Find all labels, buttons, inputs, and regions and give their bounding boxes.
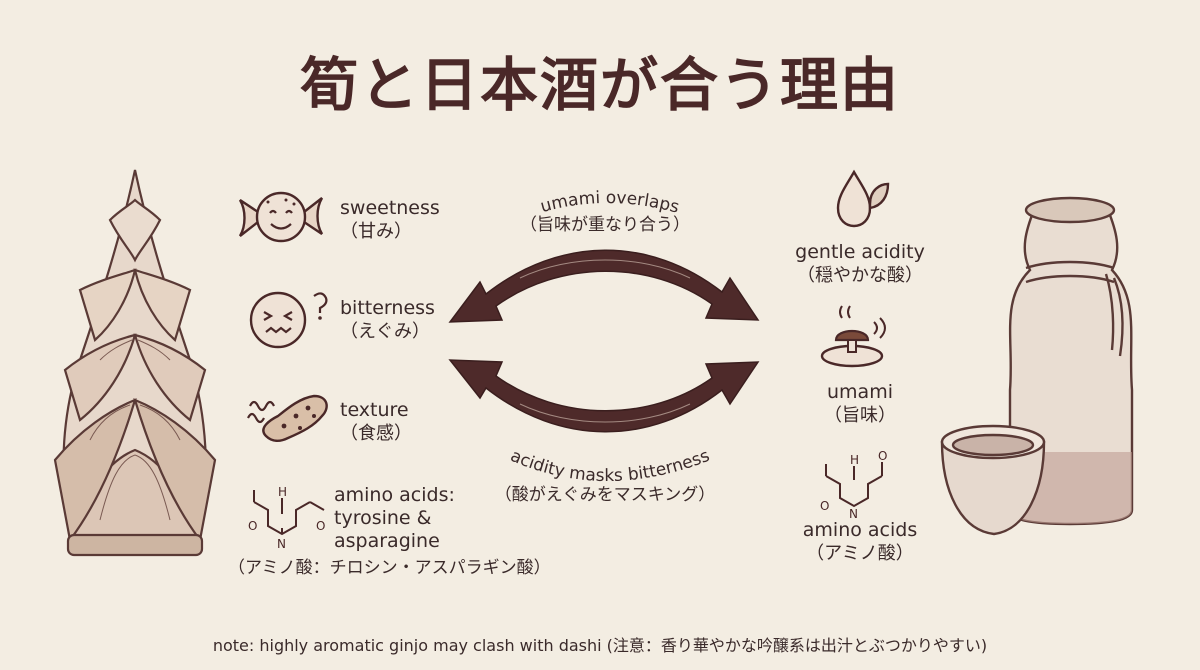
texture-label: texture （食感） <box>340 399 412 444</box>
bitter-face-icon <box>249 291 328 349</box>
molecule-n-right: N <box>849 507 858 521</box>
molecule-o-right: O <box>316 519 325 533</box>
bottom-arrow-label-jp: （酸がえぐみをマスキング） <box>495 485 716 505</box>
bottom-arrow-label-en: acidity masks bitterness <box>507 446 712 486</box>
amino-line1: amino acids: <box>334 484 455 506</box>
gentle-acidity-label: gentle acidity （穏やかな酸） <box>795 241 925 286</box>
sake-bottle-and-cup-illustration <box>940 196 1134 536</box>
amino-acids-sake-label: amino acids （アミノ酸） <box>802 519 918 564</box>
molecule-n: N <box>277 537 286 551</box>
amino-line2: tyrosine & <box>334 507 432 529</box>
molecule-o-right-right: O <box>878 449 887 463</box>
top-arrow-label-jp: （旨味が重なり合う） <box>520 215 690 235</box>
molecule-o-left: O <box>248 519 257 533</box>
amino-line3: asparagine <box>334 530 440 552</box>
top-arrow <box>448 249 760 323</box>
bamboo-shoot-illustration <box>53 169 217 557</box>
amino-acid-molecule-icon: H N O O <box>248 485 325 551</box>
texture-icon <box>247 394 328 442</box>
amino-acid-molecule-icon-right: H N O O <box>820 449 887 521</box>
candy-icon <box>238 191 324 243</box>
bottom-arrow <box>448 359 760 433</box>
footer-note: note: highly aromatic ginjo may clash wi… <box>212 636 988 655</box>
amino-acids-bamboo-label: amino acids: tyrosine & asparagine <box>334 484 455 553</box>
molecule-h: H <box>278 485 287 499</box>
bitterness-label: bitterness （えぐみ） <box>340 297 435 342</box>
umami-dish-icon <box>820 305 886 368</box>
molecule-o-left-right: O <box>820 499 829 513</box>
amino-acids-bamboo-jp: （アミノ酸：チロシン・アスパラギン酸） <box>228 558 551 578</box>
page-title: 筍と日本酒が合う理由 <box>299 51 900 119</box>
umami-label: umami （旨味） <box>824 381 896 426</box>
arrows-diagram: umami overlaps （旨味が重なり合う） acidity masks … <box>448 188 760 505</box>
sweetness-label: sweetness （甘み） <box>340 197 440 242</box>
top-arrow-label-en: umami overlaps <box>538 188 681 218</box>
droplet-leaf-icon <box>836 169 890 228</box>
molecule-h-right: H <box>850 453 859 467</box>
